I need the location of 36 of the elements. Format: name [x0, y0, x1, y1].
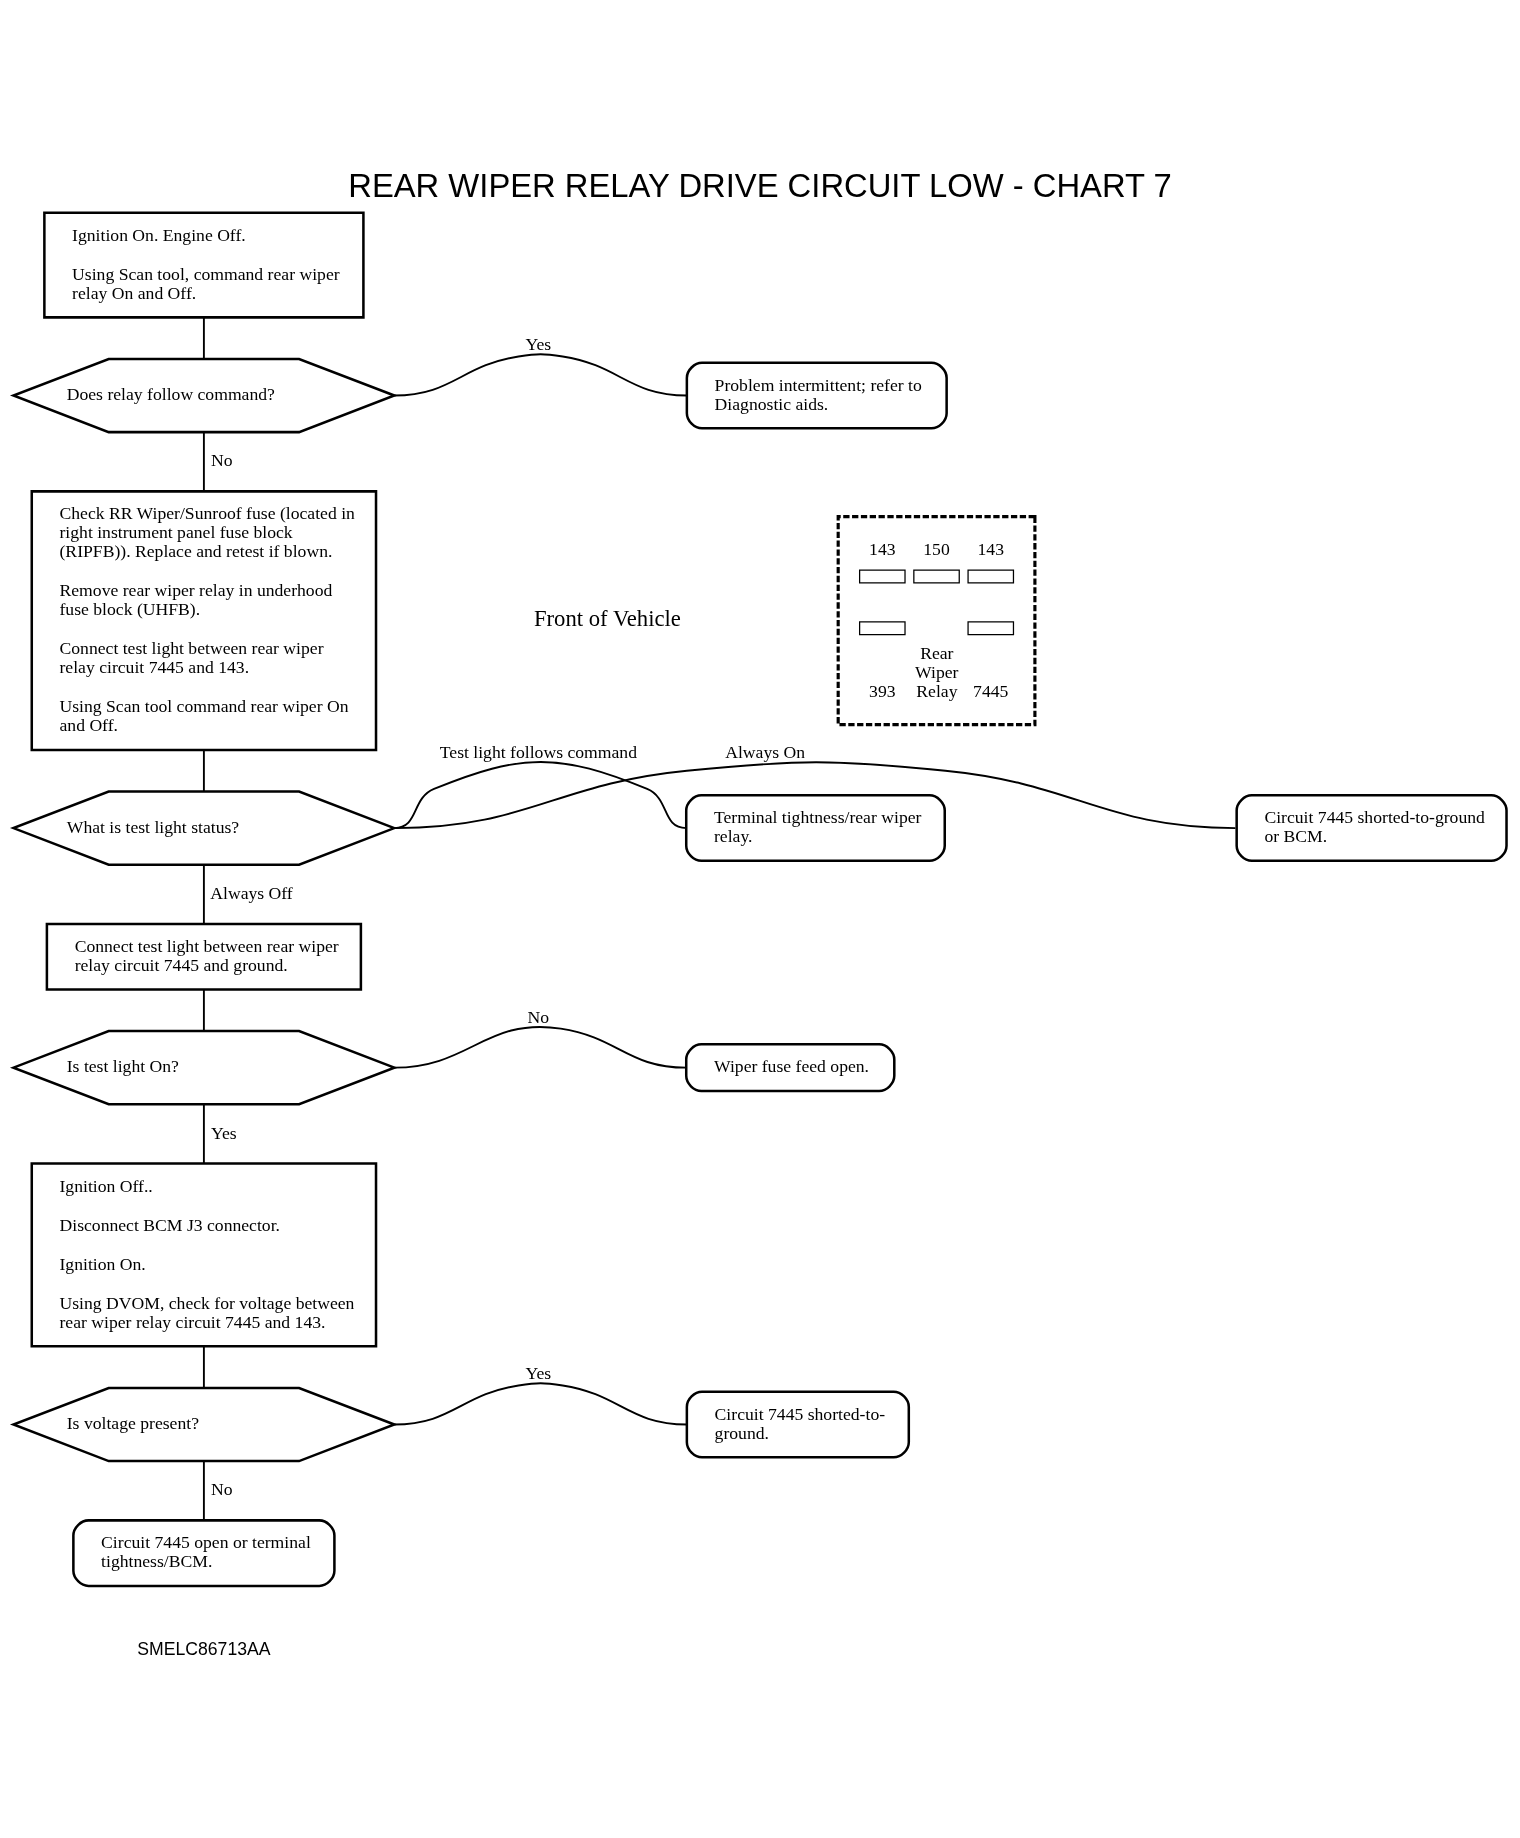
- edge-label: No: [211, 449, 233, 470]
- connector: [202, 1459, 205, 1521]
- node-box: Problem intermittent; refer to Diagnostic aids.: [685, 361, 948, 430]
- node-box: Connect test light between rear wiper relay circuit 7445 and ground.: [45, 922, 363, 991]
- connector: [394, 760, 1237, 829]
- node-box: Ignition Off.. Disconnect BCM J3 connector. Ignition On. Using DVOM, check for voltage between rear wiper relay circuit 7445 and 143.: [30, 1161, 378, 1348]
- edge-label: Always On: [725, 741, 806, 762]
- connector: [393, 1381, 688, 1425]
- connector: [393, 1025, 688, 1069]
- connector: [202, 863, 205, 925]
- connector: [202, 315, 205, 360]
- edge-label: No: [527, 1006, 550, 1027]
- node-box: Check RR Wiper/Sunroof fuse (located in right instrument panel fuse block (RIPFB)). Replace and retest if blown. Remove rear wiper relay in underhood fuse block (UHFB). Connect test light between rear wiper relay circuit 7445 and 143. Using Scan tool command rear wiper On and Off.: [30, 489, 378, 751]
- diagram-title: REAR WIPER RELAY DRIVE CIRCUIT LOW - CHART 7: [348, 166, 1172, 204]
- label: Front of Vehicle: [533, 605, 681, 631]
- connector: [202, 988, 205, 1032]
- node-box: Circuit 7445 shorted-to-ground or BCM.: [1235, 793, 1508, 862]
- connector: [393, 352, 688, 396]
- node-box: Wiper fuse feed open.: [684, 1042, 896, 1092]
- label: SMELC86713AA: [137, 1638, 271, 1659]
- edge-label: No: [211, 1478, 233, 1499]
- node-box: Circuit 7445 shorted-to-ground.: [685, 1390, 911, 1459]
- edge-label: Yes: [210, 1122, 237, 1143]
- connector: [202, 748, 205, 792]
- edge-label: Test light follows command: [439, 741, 637, 762]
- node-box: Terminal tightness/rear wiper relay.: [684, 793, 946, 862]
- connector: [202, 430, 205, 492]
- edge-label: Yes: [525, 1362, 552, 1383]
- node-box: 143 150 143 393 Rear Wiper Relay 7445: [836, 514, 1037, 726]
- connector: [393, 760, 688, 829]
- node-box: Circuit 7445 open or terminal tightness/BCM.: [72, 1518, 336, 1587]
- connector: [202, 1102, 205, 1164]
- connector: [202, 1344, 205, 1389]
- edge-label: Always Off: [210, 882, 293, 903]
- edge-label: Yes: [525, 333, 552, 354]
- node-box: Ignition On. Engine Off. Using Scan tool, command rear wiper relay On and Off.: [43, 210, 365, 319]
